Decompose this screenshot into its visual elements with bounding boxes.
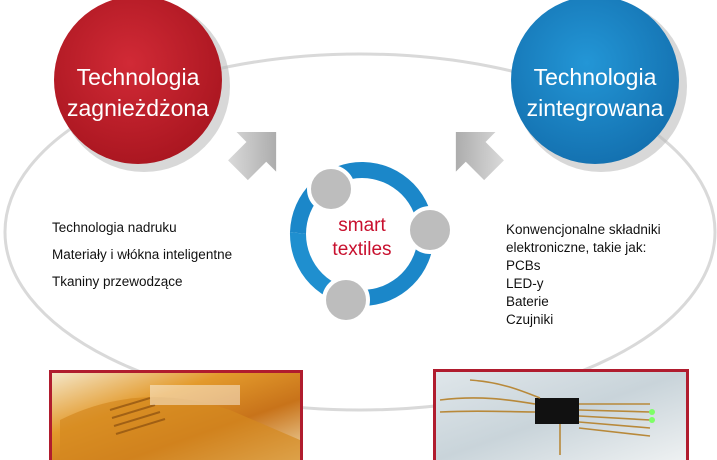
right-circle-title-line1: Technologia bbox=[533, 64, 657, 90]
left-list-item: Materiały i włókna inteligentne bbox=[52, 247, 233, 262]
flexible-circuit-photo bbox=[49, 370, 303, 460]
cycle-ellipse bbox=[3, 52, 717, 412]
left-circle-title-line2: zagnieżdżona bbox=[67, 95, 209, 121]
right-list-item: Baterie bbox=[506, 294, 549, 309]
right-circle-title: Technologia zintegrowana bbox=[511, 62, 679, 124]
right-list-item: PCBs bbox=[506, 258, 541, 273]
left-list-item: Tkaniny przewodzące bbox=[52, 274, 183, 289]
right-circle bbox=[511, 0, 679, 164]
center-label-line2: textiles bbox=[332, 239, 392, 260]
printed-circuit-textile-photo bbox=[433, 369, 689, 460]
right-circle-title-line2: zintegrowana bbox=[526, 95, 664, 121]
left-circle-title-line1: Technologia bbox=[76, 64, 200, 90]
right-list-item: LED-y bbox=[506, 276, 544, 291]
right-feature-list: Konwencjonalne składniki elektroniczne, … bbox=[506, 221, 661, 329]
right-list-item: elektroniczne, takie jak: bbox=[506, 240, 647, 255]
left-feature-list: Technologia nadruku Materiały i włókna i… bbox=[52, 218, 232, 299]
right-list-item: Konwencjonalne składniki bbox=[506, 222, 661, 237]
center-label: smart textiles bbox=[322, 214, 402, 262]
left-circle-title: Technologia zagnieżdżona bbox=[54, 62, 222, 124]
right-list-item: Czujniki bbox=[506, 312, 554, 327]
center-label-line1: smart bbox=[338, 215, 386, 236]
left-arrow-icon bbox=[228, 132, 277, 181]
left-circle bbox=[54, 0, 222, 164]
right-arrow-icon bbox=[455, 132, 504, 181]
left-list-item: Technologia nadruku bbox=[52, 220, 177, 235]
smart-textiles-logo bbox=[282, 154, 454, 324]
